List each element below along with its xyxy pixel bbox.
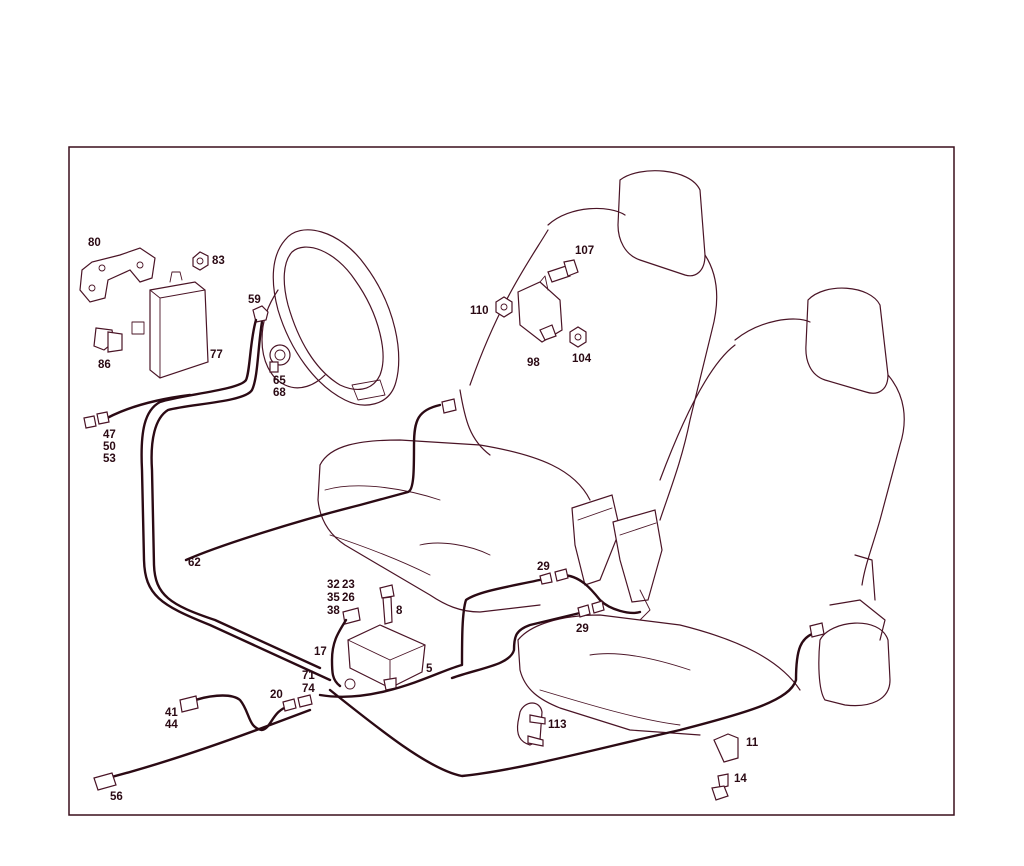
callout-23: 23 xyxy=(342,579,355,591)
callout-47: 47 xyxy=(103,429,116,441)
callout-8: 8 xyxy=(396,605,403,617)
bracket-80 xyxy=(79,247,156,303)
callout-68: 68 xyxy=(273,387,286,399)
callout-11: 11 xyxy=(746,737,759,749)
diagram-frame xyxy=(68,146,955,816)
wiring-harness xyxy=(98,318,820,782)
callout-labels: 80 83 59 77 86 65 68 47 50 53 107 110 98… xyxy=(88,237,759,803)
control-unit-5 xyxy=(347,624,426,691)
callout-41: 41 xyxy=(165,707,178,719)
callout-5: 5 xyxy=(426,663,433,675)
callout-62: 62 xyxy=(188,557,201,569)
nut-83 xyxy=(192,251,209,271)
callout-86: 86 xyxy=(98,359,111,371)
callout-53: 53 xyxy=(103,453,116,465)
seat-left xyxy=(317,170,718,613)
clip-113 xyxy=(516,702,546,747)
callout-14: 14 xyxy=(734,773,747,785)
nut-110 xyxy=(495,296,513,318)
control-unit-77 xyxy=(131,271,209,379)
callout-77: 77 xyxy=(210,349,223,361)
callout-26: 26 xyxy=(342,592,355,604)
callout-20: 20 xyxy=(270,689,283,701)
callout-59: 59 xyxy=(248,294,261,306)
callout-29-top: 29 xyxy=(537,561,550,573)
callout-74: 74 xyxy=(302,683,315,695)
seat-right xyxy=(517,287,905,736)
callout-113: 113 xyxy=(548,719,567,731)
callout-71: 71 xyxy=(302,670,315,682)
nut-104 xyxy=(569,326,587,348)
wire-connectors xyxy=(83,398,825,791)
callout-110: 110 xyxy=(470,305,489,317)
sensor-98 xyxy=(517,275,563,343)
callout-83: 83 xyxy=(212,255,225,267)
callout-56: 56 xyxy=(110,791,123,803)
connector-32 xyxy=(342,607,361,625)
callout-98: 98 xyxy=(527,357,540,369)
callout-35: 35 xyxy=(327,592,340,604)
screw-8 xyxy=(379,584,395,625)
callout-32: 32 xyxy=(327,579,340,591)
bracket-11 xyxy=(713,733,739,763)
callout-107: 107 xyxy=(575,245,594,257)
callout-17: 17 xyxy=(314,646,327,658)
screw-86 xyxy=(93,327,123,353)
callout-38: 38 xyxy=(327,605,340,617)
callout-44: 44 xyxy=(165,719,178,731)
callout-80: 80 xyxy=(88,237,101,249)
callout-29-bottom: 29 xyxy=(576,623,589,635)
callout-104: 104 xyxy=(572,353,592,365)
bolt-14 xyxy=(711,773,729,801)
callout-50: 50 xyxy=(103,441,116,453)
bolt-107 xyxy=(547,259,579,283)
callout-65: 65 xyxy=(273,375,286,387)
